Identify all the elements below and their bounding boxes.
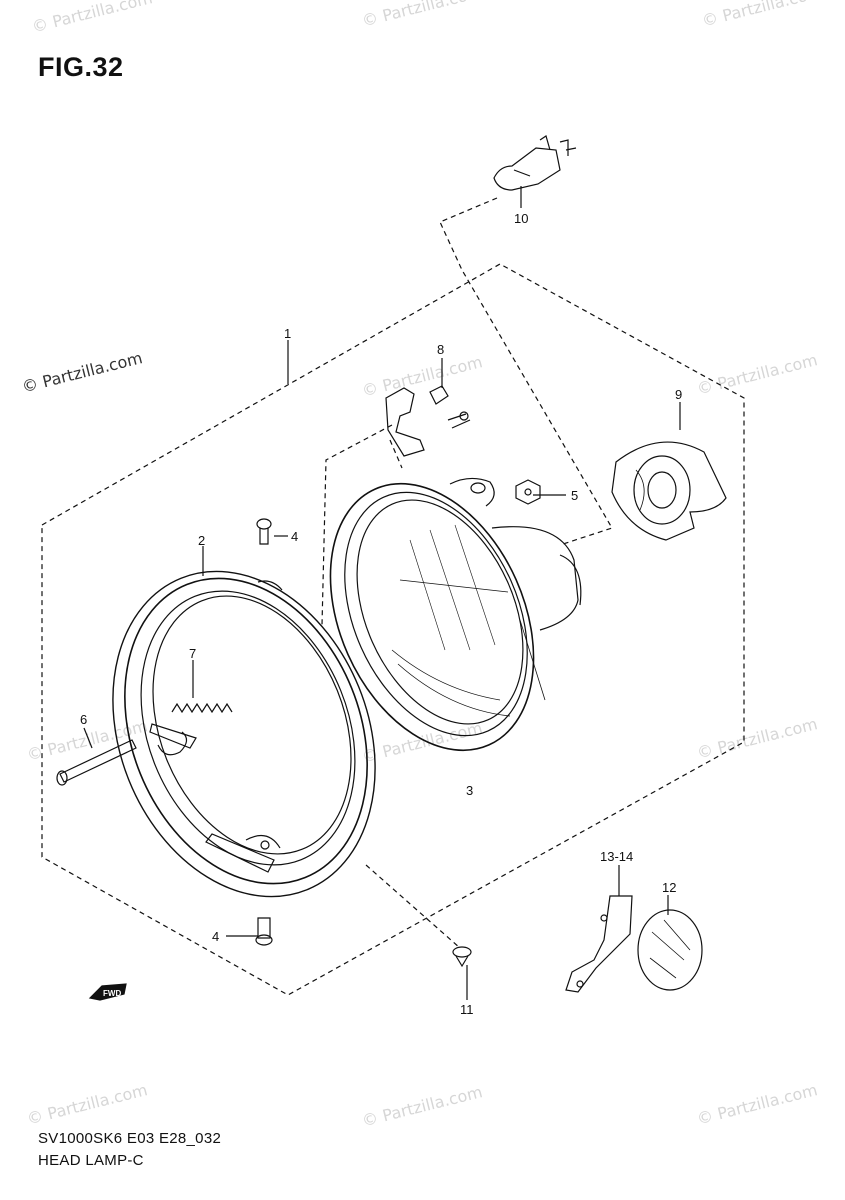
callout-label: 12: [662, 880, 676, 895]
socket-cover: [611, 441, 727, 541]
callout-label: 3: [466, 783, 473, 798]
callout-label: 9: [675, 387, 682, 402]
forward-label: FWD: [103, 989, 121, 998]
bracket: [385, 385, 471, 457]
adjusting-bolt: [56, 739, 137, 786]
screw-top: [256, 518, 272, 545]
figure-title: FIG.32: [38, 52, 124, 82]
callout-label: 10: [514, 211, 528, 226]
leader-line: [389, 439, 403, 469]
figure-code: SV1000SK6 E03 E28_032: [38, 1130, 222, 1147]
callout-label: 8: [437, 342, 444, 357]
bulb: [493, 135, 577, 191]
nut: [515, 479, 541, 505]
leader-line: [321, 424, 393, 626]
cap: [637, 909, 703, 991]
callout-label: 7: [189, 646, 196, 661]
callout-label: 4: [291, 529, 298, 544]
callout-label: 6: [80, 712, 87, 727]
headlamp-unit: [329, 477, 582, 752]
callout-label: 1: [284, 326, 291, 341]
callout-label: 4: [212, 929, 219, 944]
figure-name: HEAD LAMP-C: [38, 1152, 144, 1169]
screw-bottom: [255, 917, 273, 946]
forward-arrow-icon: [88, 983, 127, 1001]
screw-small: [452, 946, 472, 968]
callout-label: 11: [460, 1002, 474, 1017]
leader-line: [439, 197, 613, 546]
assembly-outline: [41, 263, 745, 996]
stay-bracket: [565, 895, 633, 993]
callout-label: 2: [198, 533, 205, 548]
callout-label: 5: [571, 488, 578, 503]
headlamp-rim: [112, 570, 376, 898]
leader-line: [83, 727, 93, 749]
leader-line: [365, 864, 461, 949]
spring: [171, 702, 233, 714]
callout-label: 13-14: [600, 849, 633, 864]
